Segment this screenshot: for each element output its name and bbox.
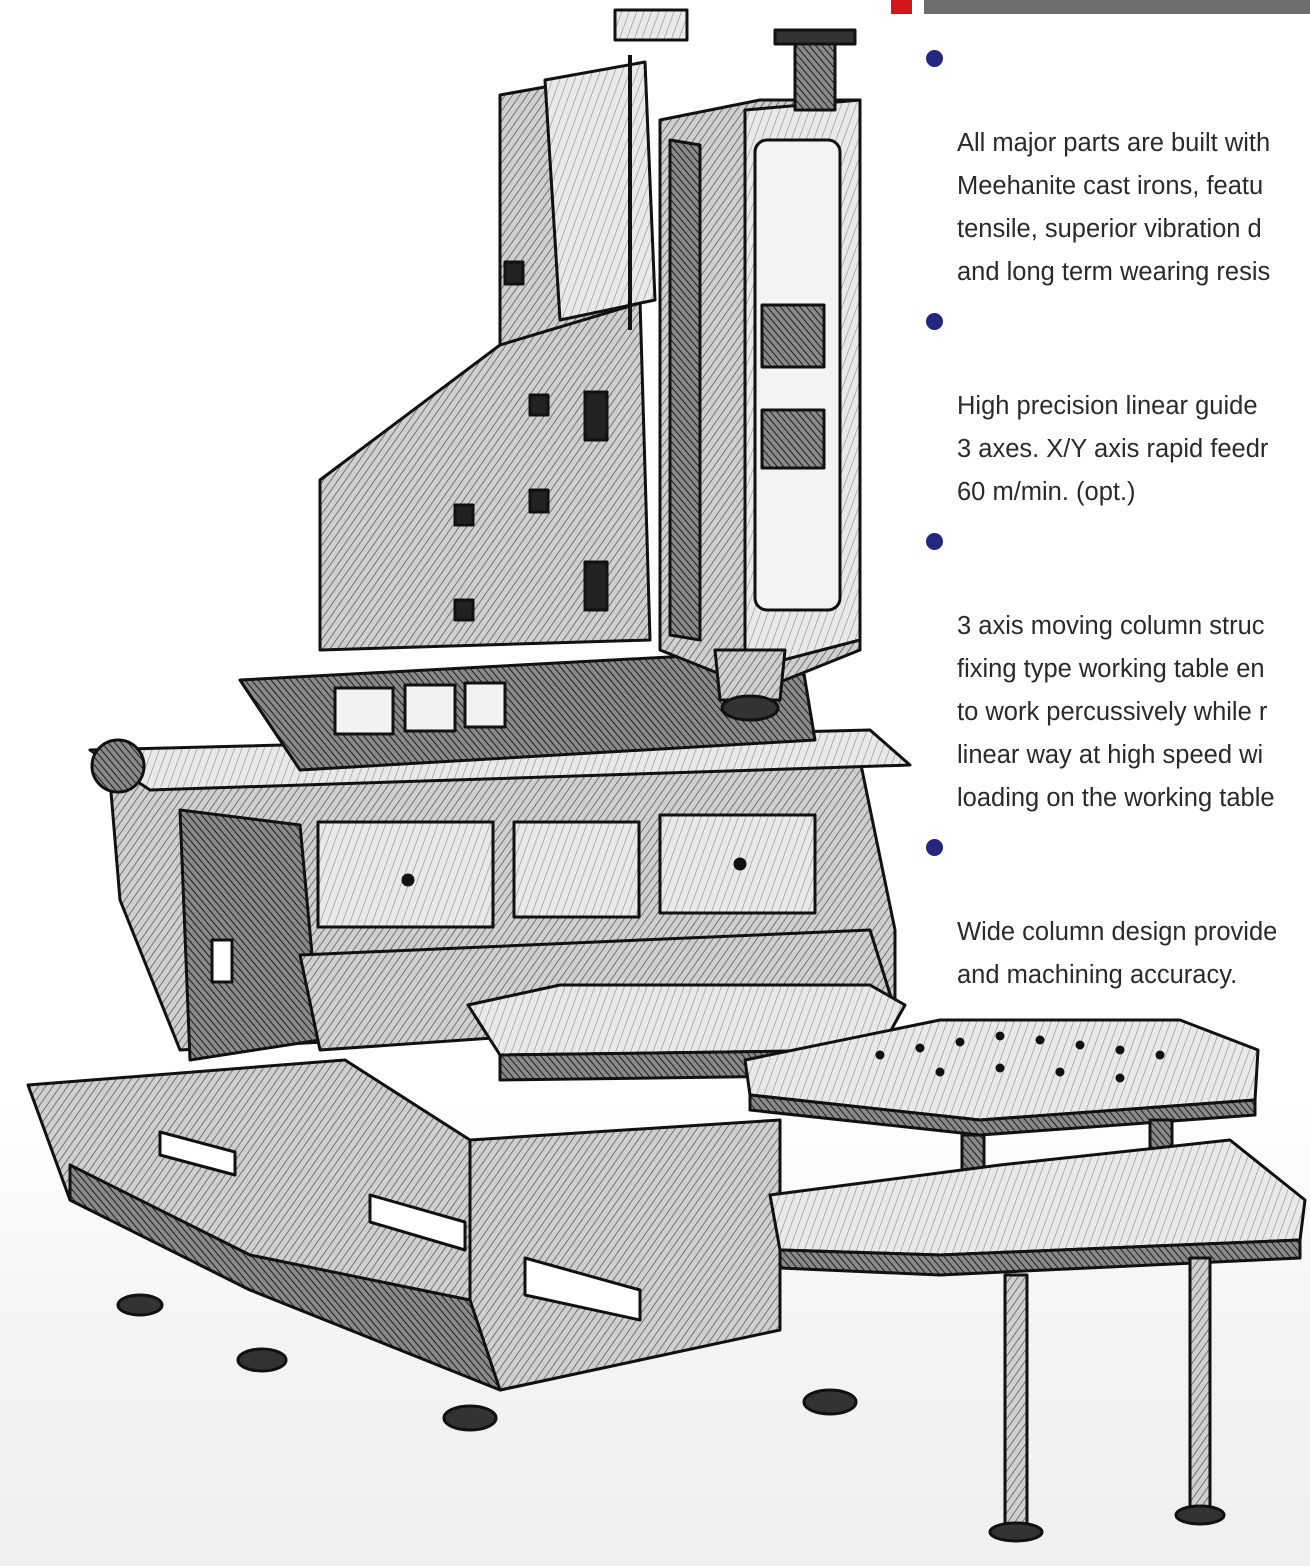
bullet-icon <box>926 839 943 856</box>
machine-base <box>26 1058 858 1432</box>
feature-list: All major parts are built with Meehanite… <box>920 36 1310 1002</box>
feature-item: High precision linear guide 3 axes. X/Y … <box>920 299 1310 514</box>
feature-item: 3 axis moving column struc fixing type w… <box>920 519 1310 820</box>
pallet-changer <box>466 983 1307 1543</box>
bullet-icon <box>926 313 943 330</box>
feature-text: All major parts are built with Meehanite… <box>957 129 1271 286</box>
feature-text: 3 axis moving column struc fixing type w… <box>957 612 1275 812</box>
bullet-icon <box>926 533 943 550</box>
machine-column <box>238 60 817 772</box>
feature-item: Wide column design provide and machining… <box>920 825 1310 997</box>
bullet-icon <box>926 50 943 67</box>
feature-item: All major parts are built with Meehanite… <box>920 36 1310 294</box>
machine-bed <box>88 728 912 1062</box>
spindle-head <box>613 8 862 722</box>
header-red-block <box>891 0 912 14</box>
feature-text: High precision linear guide 3 axes. X/Y … <box>957 392 1269 506</box>
feature-text: Wide column design provide and machining… <box>957 918 1278 989</box>
header-grey-bar <box>924 0 1310 14</box>
